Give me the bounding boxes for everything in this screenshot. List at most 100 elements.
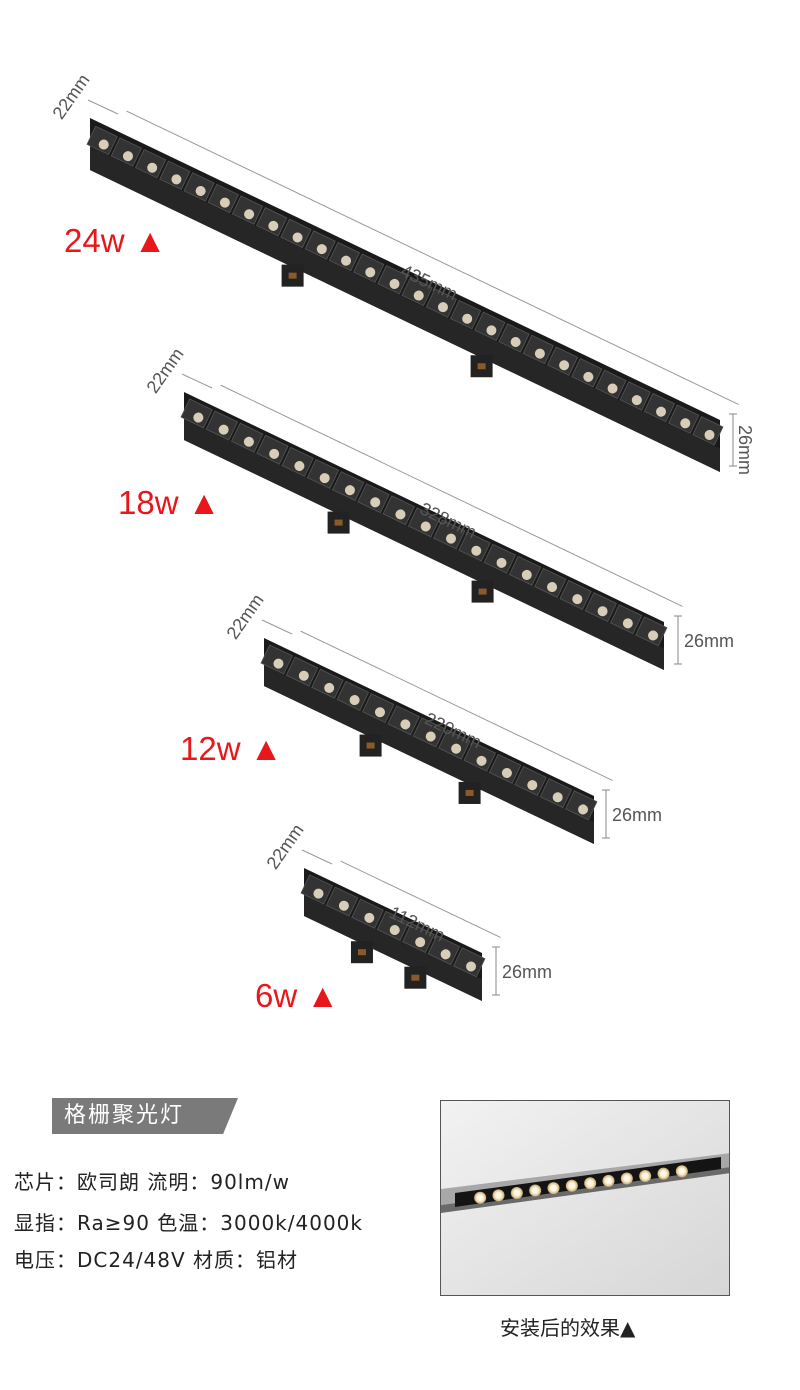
installation-caption: 安装后的效果▲ <box>500 1316 636 1340</box>
grille-cell <box>376 910 410 941</box>
power-value: 12w <box>180 730 241 767</box>
grille-cell <box>183 172 215 202</box>
grille-cell <box>86 125 118 156</box>
grille-cell <box>281 446 314 477</box>
grille-cell <box>565 790 598 821</box>
mount-clip-contact <box>478 588 487 595</box>
grille-cell <box>306 458 340 489</box>
installation-photo <box>440 1100 730 1296</box>
height-label: 26mm <box>684 631 734 651</box>
power-label-18w: 18w ▲ <box>118 484 220 522</box>
grille-cell <box>231 195 264 225</box>
grille-cell <box>438 729 471 760</box>
grille-cell <box>498 323 530 353</box>
lamp-side <box>184 418 664 670</box>
lamp-side <box>90 146 720 472</box>
triangle-icon: ▲ <box>133 222 167 259</box>
triangle-icon: ▲ <box>249 730 283 767</box>
photo-led <box>474 1191 487 1204</box>
photo-led <box>639 1170 652 1183</box>
grille-cell <box>387 705 420 736</box>
grille-cell <box>619 381 651 411</box>
power-value: 24w <box>64 222 125 259</box>
grille-cell <box>546 346 579 376</box>
photo-led <box>529 1184 542 1197</box>
grille-cell <box>463 741 496 772</box>
width-label: 22mm <box>263 820 308 872</box>
lamp-side <box>264 664 594 844</box>
grille-cell <box>539 778 573 809</box>
grille-cell <box>353 253 385 283</box>
mount-clip-contact <box>334 519 343 526</box>
grille-cell <box>382 495 415 526</box>
grille-cell <box>351 898 384 929</box>
grille-cell <box>110 137 142 167</box>
grille-cell <box>205 410 239 441</box>
photo-led <box>584 1177 597 1190</box>
grille-cell <box>280 218 312 249</box>
grille-cell <box>231 422 264 453</box>
grille-cell <box>449 299 482 330</box>
grille-cell <box>571 358 603 388</box>
grille-cell <box>488 753 522 784</box>
power-label-6w: 6w ▲ <box>255 977 339 1015</box>
spec-line-voltage: 电压：DC24/48V 材质：铝材 <box>14 1248 299 1272</box>
grille-cell <box>643 392 676 423</box>
grille-cell <box>534 567 567 598</box>
photo-led <box>510 1186 523 1199</box>
mount-clip-contact <box>366 742 375 749</box>
grille-cell <box>207 183 239 214</box>
grille-cell <box>362 693 395 724</box>
photo-led <box>492 1189 505 1202</box>
grille-cell <box>260 644 293 675</box>
power-value: 6w <box>255 977 298 1014</box>
installed-lamp-image <box>441 1101 729 1295</box>
photo-led <box>657 1167 670 1180</box>
grille-cell <box>357 483 390 514</box>
grille-cell <box>377 265 409 295</box>
grille-cell <box>668 404 700 434</box>
photo-led <box>547 1182 560 1195</box>
grille-cell <box>256 207 288 237</box>
photo-led <box>565 1179 578 1192</box>
grille-cell <box>256 434 289 465</box>
grille-cell <box>522 334 554 365</box>
length-dimension-line <box>126 110 739 405</box>
grille-cell <box>300 874 333 905</box>
grille-cell <box>458 531 491 562</box>
grille-cell <box>134 148 167 179</box>
width-label: 22mm <box>223 590 268 642</box>
mount-clip-contact <box>411 974 420 981</box>
grille-cell <box>635 616 668 647</box>
power-label-12w: 12w ▲ <box>180 730 282 768</box>
height-label: 26mm <box>612 805 662 825</box>
grille-cell <box>285 656 319 687</box>
mount-clip-contact <box>288 272 297 279</box>
grille-cell <box>453 947 486 978</box>
mount-clip-contact <box>465 789 474 796</box>
grille-cell <box>159 160 191 191</box>
mount-clip-contact <box>357 949 366 956</box>
power-value: 18w <box>118 484 179 521</box>
grille-cell <box>559 580 592 610</box>
photo-led <box>675 1165 688 1178</box>
grille-cell <box>336 680 370 711</box>
grille-cell <box>609 604 643 635</box>
length-dimension-line <box>340 860 501 938</box>
lamp-diagram: 435mm22mm26mm328mm22mm26mm220mm22mm26mm1… <box>49 70 755 1001</box>
grille-cell <box>595 369 627 400</box>
lamp-side <box>304 894 482 1001</box>
height-label: 26mm <box>502 962 552 982</box>
spec-line-chip: 芯片：欧司朗 流明：90lm/w <box>14 1170 290 1194</box>
grille-cell <box>401 276 433 307</box>
length-dimension-line <box>220 384 683 607</box>
photo-led <box>602 1174 615 1187</box>
photo-led <box>620 1172 633 1185</box>
grille-cell <box>325 886 359 917</box>
triangle-icon: ▲ <box>306 977 340 1014</box>
width-label: 22mm <box>143 344 188 396</box>
grille-cell <box>433 519 466 550</box>
